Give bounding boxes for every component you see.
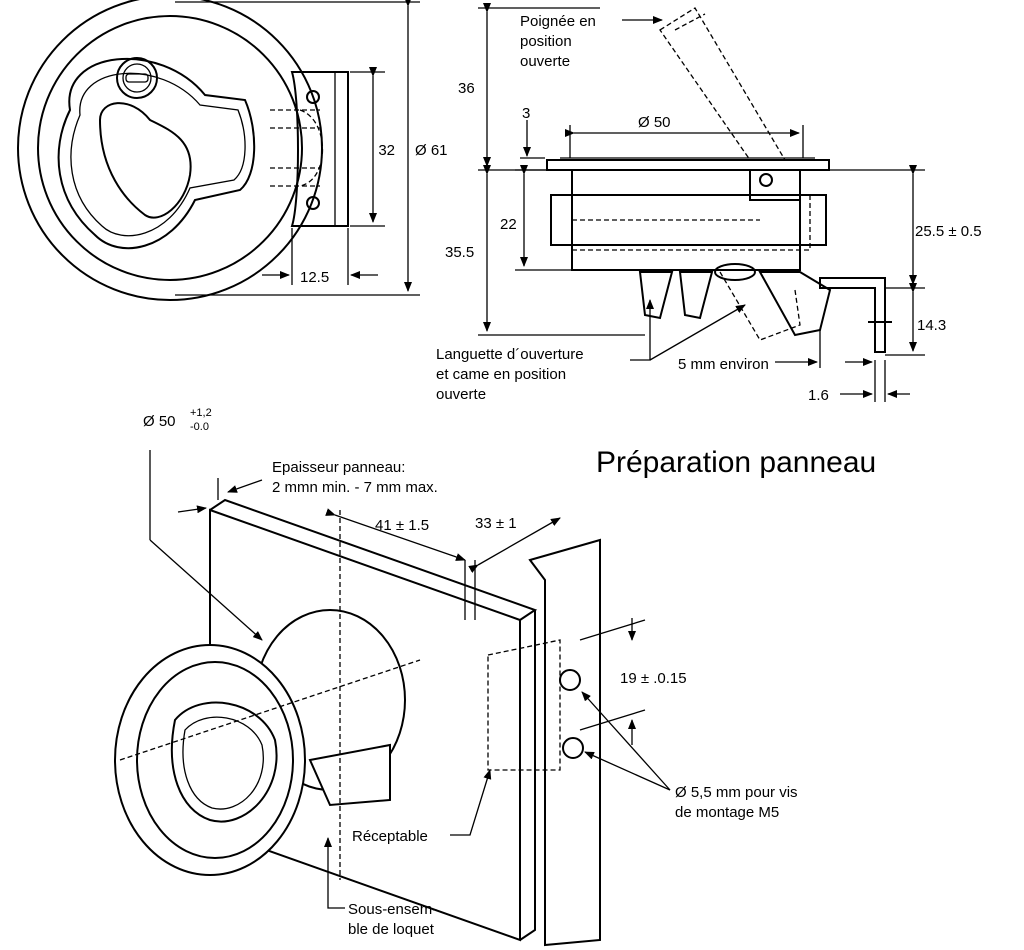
dim-3: 3: [522, 105, 530, 122]
dim-1-6: 1.6: [808, 387, 829, 404]
page-title: Préparation panneau: [596, 446, 876, 479]
dim-36: 36: [458, 80, 475, 97]
front-view: [17, 0, 420, 301]
label-poignee-2: position: [520, 33, 572, 50]
dim-dia61: Ø 61: [415, 142, 448, 159]
dim-12-5: 12.5: [300, 269, 329, 286]
label-languette-1: Languette d´ouverture: [436, 346, 584, 363]
dim-32: 32: [378, 142, 395, 159]
label-trous-2: de montage M5: [675, 804, 779, 821]
dim-dia50-tol: Ø 50: [143, 413, 176, 430]
label-epaisseur-1: Epaisseur panneau:: [272, 459, 405, 476]
dim-dia50: Ø 50: [638, 114, 671, 131]
dim-22: 22: [500, 216, 517, 233]
dim-19: 19 ± .0.15: [620, 670, 687, 687]
label-languette-3: ouverte: [436, 386, 486, 403]
dim-14-3: 14.3: [917, 317, 946, 334]
dim-41: 41 ± 1.5: [375, 517, 429, 534]
dim-35-5: 35.5: [445, 244, 474, 261]
label-trous-1: Ø 5,5 mm pour vis: [675, 784, 798, 801]
label-poignee-1: Poignée en: [520, 13, 596, 30]
label-epaisseur-2: 2 mmn min. - 7 mm max.: [272, 479, 438, 496]
text-layer: 32 Ø 61 12.5 36 3 Ø 50 22 35.5 25.5 ± 0.…: [143, 13, 982, 938]
isometric-view: [114, 450, 671, 947]
dim-25-5: 25.5 ± 0.5: [915, 223, 982, 240]
label-receptable: Réceptable: [352, 828, 428, 845]
label-poignee-3: ouverte: [520, 53, 570, 70]
dim-dia50-tol-upper: +1,2: [190, 407, 212, 419]
label-sous-ensemble-2: ble de loquet: [348, 921, 435, 938]
dim-33: 33 ± 1: [475, 515, 517, 532]
label-languette-2: et came en position: [436, 366, 566, 383]
label-sous-ensemble-1: Sous-ensem-: [348, 901, 437, 918]
label-5mm: 5 mm environ: [678, 356, 769, 373]
side-view: [478, 3, 925, 402]
dim-dia50-tol-lower: -0.0: [190, 421, 209, 433]
